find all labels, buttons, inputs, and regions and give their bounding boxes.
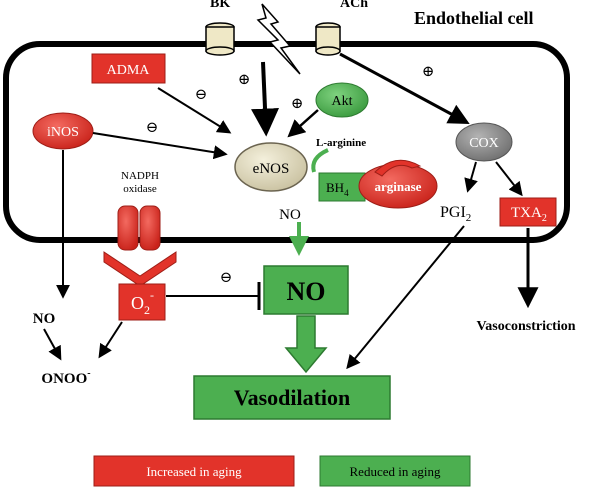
txa2-label: TXA2: [511, 205, 547, 224]
inos-label: iNOS: [47, 125, 79, 140]
cox-to-txa2-arrow: [495, 161, 523, 197]
legend-reduced-swatch: [319, 455, 471, 487]
adma-label: ADMA: [107, 63, 151, 78]
arginase-arrow: [374, 159, 422, 177]
legend-increased-label: Increased in aging: [146, 464, 242, 479]
ach-receptor: [315, 22, 341, 56]
minus-sign-o2: ⊖: [220, 270, 233, 286]
enos-node: [234, 142, 308, 192]
nadph-label-line2: oxidase: [123, 183, 157, 195]
txa2-box: [499, 197, 557, 227]
vasodilation-label: Vasodilation: [234, 385, 351, 410]
akt-node: [315, 82, 369, 118]
akt-label: Akt: [332, 94, 353, 109]
arginase-label: arginase: [375, 179, 422, 194]
cell-label: Endothelial cell: [414, 8, 534, 28]
inos-node: [32, 112, 94, 150]
legend-increased-swatch: [93, 455, 295, 487]
plus-sign-cox: ⊕: [422, 64, 435, 80]
bh4-label: BH4: [326, 180, 349, 198]
minus-sign-inos: ⊖: [146, 120, 159, 136]
inos-to-enos-arrow: [92, 132, 228, 160]
no-left-label: NO: [33, 311, 56, 327]
cox-label: COX: [469, 136, 499, 151]
legend-reduced-label: Reduced in aging: [350, 464, 441, 479]
nadph-oxidase-shape: [103, 205, 177, 287]
ach-to-cox-arrow: [339, 52, 470, 124]
vasodilation-box: [193, 375, 391, 420]
l-arginine-arrow: [311, 148, 329, 173]
o2-label: O2-: [131, 288, 154, 317]
adma-box: [91, 53, 166, 84]
no-to-vasodilation-arrow: [284, 315, 328, 374]
pgi2-to-vasodilation-arrow: [346, 225, 465, 370]
plus-sign-akt: ⊕: [291, 96, 304, 112]
akt-to-enos-arrow: [287, 109, 319, 138]
bk-receptor: [205, 22, 235, 56]
bk-to-enos-arrow: [251, 61, 280, 137]
pgi2-label: PGI2: [440, 204, 471, 224]
no-box: [263, 265, 349, 315]
o2-box: [118, 283, 166, 321]
nadph-label-line1: NADPH: [121, 170, 159, 182]
bh4-box: [318, 172, 366, 202]
vasoconstriction-label: Vasoconstriction: [476, 319, 575, 334]
plus-sign-bk: ⊕: [238, 72, 251, 88]
bk-label: BK: [210, 0, 230, 11]
ach-label: ACh: [340, 0, 368, 11]
no-inside-label: NO: [279, 207, 301, 223]
lightning-icon: [256, 3, 301, 75]
cox-to-pgi2-arrow: [464, 161, 478, 193]
enos-label: eNOS: [253, 161, 290, 177]
no-to-onoo-arrow: [43, 328, 62, 361]
onoo-label: ONOO-: [41, 368, 90, 387]
no-box-label: NO: [287, 277, 326, 306]
l-arginine-label: L-arginine: [316, 137, 366, 149]
minus-sign-adma: ⊖: [195, 87, 208, 103]
adma-to-enos-arrow: [157, 87, 232, 134]
o2-to-onoo-arrow: [98, 321, 123, 359]
cox-node: [455, 122, 513, 162]
